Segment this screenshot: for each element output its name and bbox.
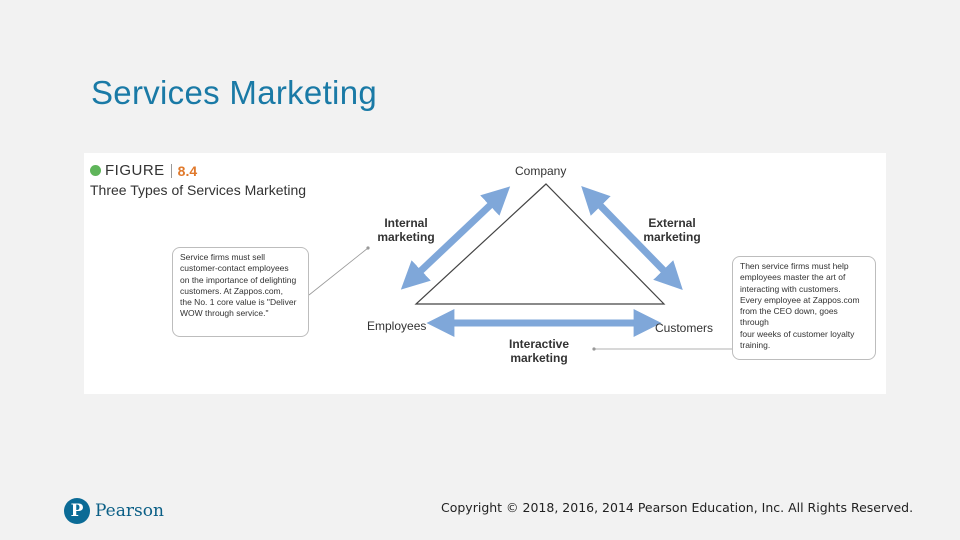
- node-company: Company: [515, 164, 567, 178]
- callout-left-line: customer-contact employees: [180, 263, 289, 274]
- callout-right: Then service firms must help employees m…: [732, 256, 876, 360]
- internal-marketing-label: Internal marketing: [371, 216, 441, 244]
- interactive-marketing-label: Interactive marketing: [499, 337, 579, 365]
- figure-label: FIGURE: [105, 162, 165, 179]
- copyright-notice: Copyright © 2018, 2016, 2014 Pearson Edu…: [441, 500, 914, 515]
- figure-dot-icon: [90, 165, 101, 176]
- callout-right-line: from the CEO down, goes through: [740, 306, 838, 328]
- callout-left-line: WOW through service.": [180, 308, 269, 319]
- interactive-marketing-line2: marketing: [510, 351, 568, 365]
- callout-left-line: Service firms must sell: [180, 252, 266, 262]
- figure-panel: FIGURE 8.4 Three Types of Services Marke…: [84, 153, 886, 394]
- callout-left-line: customers. At Zappos.com,: [180, 285, 283, 296]
- node-employees: Employees: [367, 319, 427, 333]
- internal-arrow: [400, 186, 511, 290]
- pearson-logo: P Pearson: [64, 498, 164, 524]
- node-customers: Customers: [655, 321, 714, 335]
- external-marketing-line1: External: [648, 216, 696, 230]
- callout-right-line: employees master the art of: [740, 272, 846, 283]
- callout-right-line: Every employee at Zappos.com: [740, 294, 860, 305]
- internal-marketing-line1: Internal: [384, 216, 428, 230]
- pearson-wordmark: Pearson: [95, 501, 164, 521]
- callout-left-line: on the importance of delighting: [180, 274, 297, 285]
- interactive-marketing-line1: Interactive: [508, 337, 570, 351]
- callout-left: Service firms must sell customer-contact…: [172, 247, 309, 337]
- figure-separator: [170, 163, 172, 178]
- internal-marketing-line2: marketing: [377, 230, 435, 244]
- callout-left-line: the No. 1 core value is "Deliver: [180, 297, 297, 308]
- callout-right-line: Then service firms must help: [740, 261, 849, 271]
- external-marketing-line2: marketing: [643, 230, 701, 244]
- left-callout-connector: [308, 247, 369, 296]
- external-arrow: [581, 185, 683, 291]
- triangle-diagram: [308, 183, 732, 351]
- figure-number: 8.4: [177, 162, 198, 179]
- external-marketing-label: External marketing: [637, 216, 707, 244]
- figure-header: FIGURE 8.4: [90, 162, 197, 179]
- callout-right-line: four weeks of customer loyalty: [740, 328, 855, 339]
- callout-right-line: interacting with customers.: [740, 283, 841, 294]
- slide-title: Services Marketing: [91, 74, 377, 111]
- callout-right-line: training.: [740, 340, 771, 351]
- figure-caption: Three Types of Services Marketing: [90, 182, 307, 198]
- pearson-logo-icon: P: [64, 498, 90, 524]
